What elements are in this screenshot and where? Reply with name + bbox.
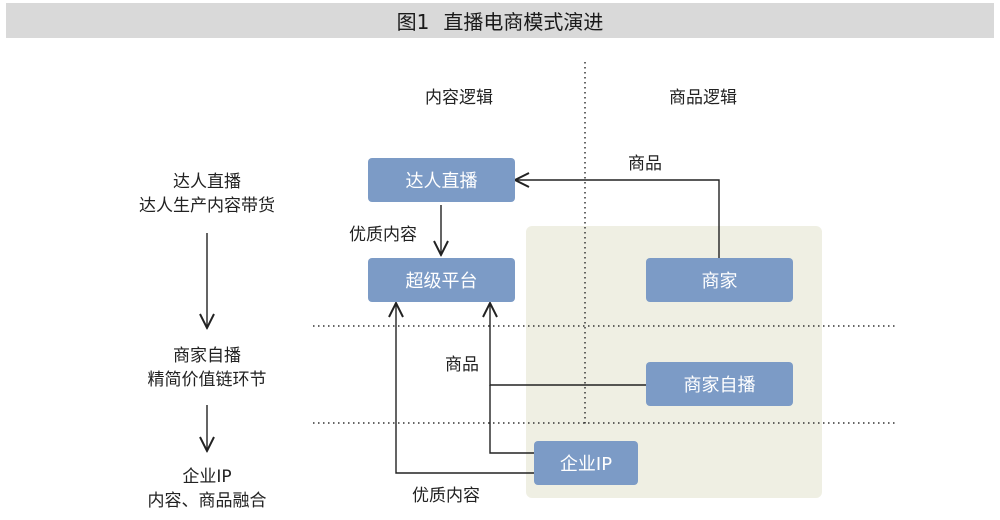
ip-goods-path (489, 385, 534, 454)
stage-label-enterprise-ip: 企业IP 内容、商品融合 (107, 465, 307, 513)
edge-label-quality-content-top: 优质内容 (349, 225, 417, 245)
super-platform-box: 超级平台 (368, 258, 515, 302)
stage-2-desc: 精简价值链环节 (147, 370, 267, 390)
edge-label-goods-top: 商品 (628, 154, 662, 174)
merchant-to-influencer-arrow (515, 180, 720, 258)
stage-3-title: 企业IP (182, 467, 232, 487)
merchant-box: 商家 (646, 258, 793, 302)
stage-label-self-live: 商家自播 精简价值链环节 (107, 344, 307, 392)
edge-label-quality-content-bottom: 优质内容 (412, 486, 480, 506)
edge-label-goods-mid: 商品 (445, 355, 479, 375)
figure-title-text: 直播电商模式演进 (443, 10, 604, 34)
merchant-self-live-box: 商家自播 (646, 362, 793, 406)
figure-number: 图1 (396, 10, 430, 34)
stage-2-title: 商家自播 (173, 346, 241, 366)
influencer-live-box: 达人直播 (368, 158, 515, 202)
column-header-content-logic: 内容逻辑 (425, 88, 493, 108)
column-header-goods-logic: 商品逻辑 (669, 88, 737, 108)
ip-content-to-platform-arrow (396, 303, 534, 474)
stage-3-desc: 内容、商品融合 (147, 491, 267, 511)
stage-1-title: 达人直播 (173, 172, 241, 192)
selflive-to-platform-arrow (490, 303, 646, 386)
figure-title: 图1 直播电商模式演进 (6, 3, 994, 38)
stage-1-desc: 达人生产内容带货 (139, 196, 275, 216)
enterprise-ip-box: 企业IP (534, 441, 638, 485)
stage-label-influencer: 达人直播 达人生产内容带货 (107, 170, 307, 218)
